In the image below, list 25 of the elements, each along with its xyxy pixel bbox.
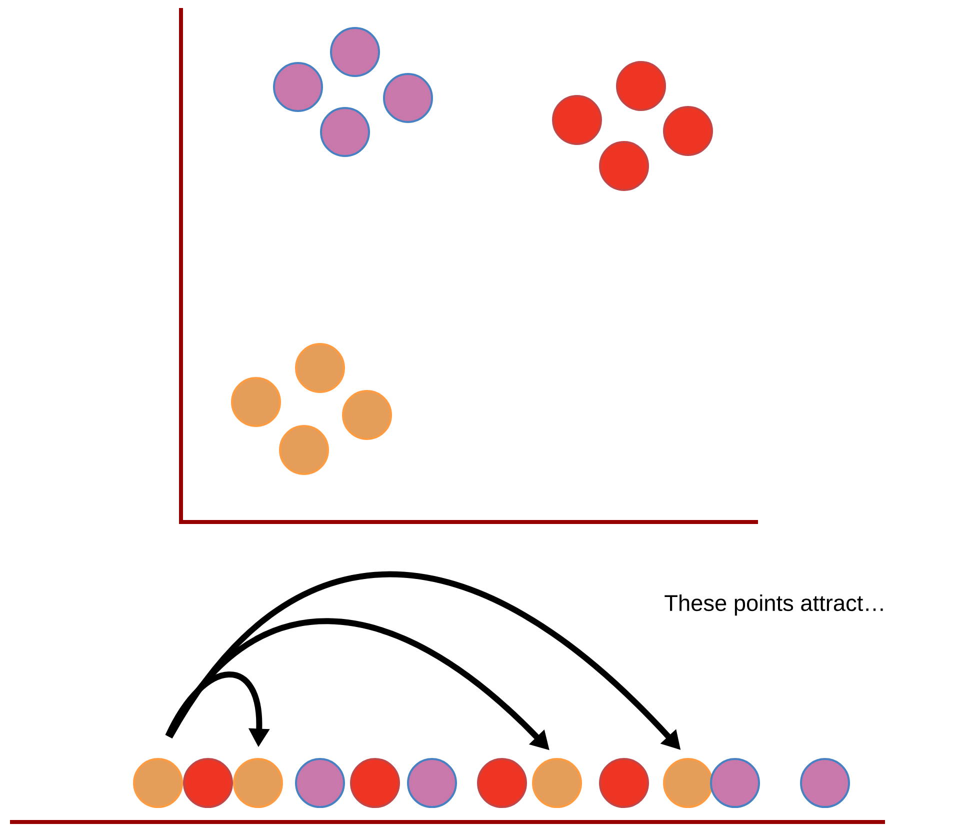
point-circle <box>330 27 380 77</box>
point-circle <box>295 758 345 808</box>
point-circle <box>183 758 233 808</box>
point-circle <box>663 106 713 156</box>
point-circle <box>663 758 713 808</box>
point-circle <box>383 73 433 123</box>
point-circle <box>133 758 183 808</box>
point-circle <box>616 61 666 111</box>
point-circle <box>233 758 283 808</box>
point-circle <box>273 62 323 112</box>
point-circle <box>532 758 582 808</box>
point-circle <box>320 107 370 157</box>
point-circle <box>407 758 457 808</box>
point-circle <box>279 425 329 475</box>
point-circle <box>295 343 345 393</box>
point-circle <box>231 377 281 427</box>
point-circle <box>599 758 649 808</box>
point-circle <box>800 758 850 808</box>
point-circle <box>710 758 760 808</box>
point-circle <box>477 758 527 808</box>
point-circle <box>342 390 392 440</box>
annotation-text: These points attract… <box>664 594 883 616</box>
point-circle <box>599 141 649 191</box>
point-circle <box>552 95 602 145</box>
point-circle <box>350 758 400 808</box>
